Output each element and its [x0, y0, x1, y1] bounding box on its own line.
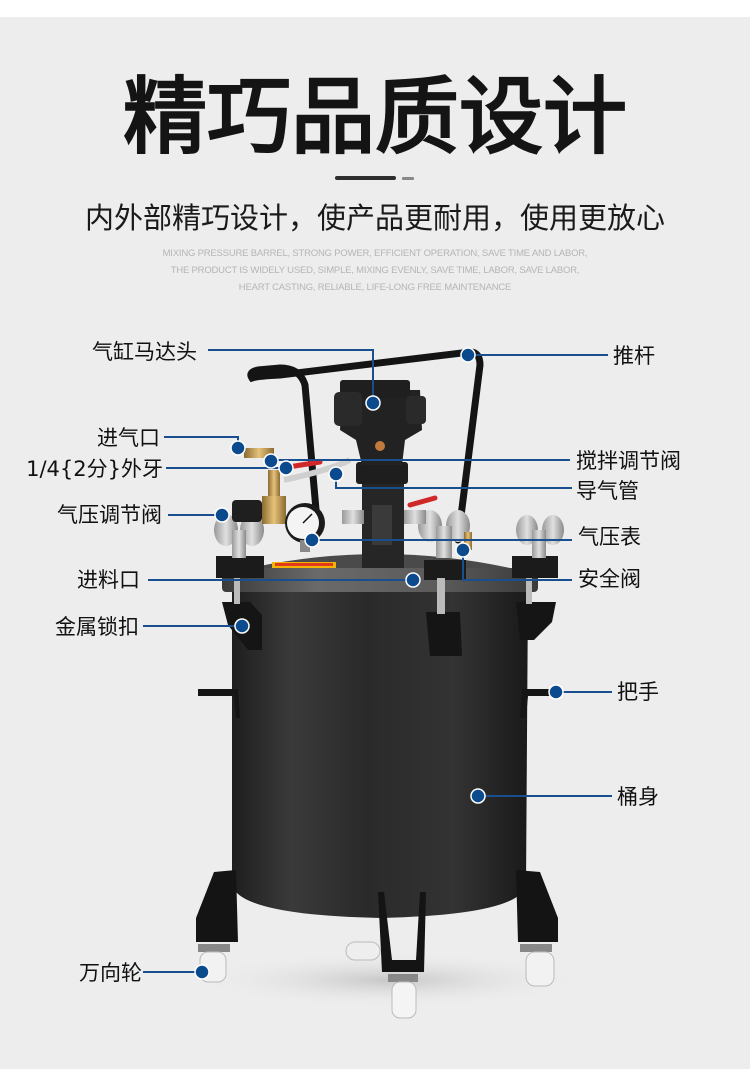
description-line: MIXING PRESSURE BARREL, STRONG POWER, EF… — [162, 248, 588, 259]
callout-label-air-inlet: 进气口 — [97, 426, 160, 450]
callout-label-air-hose: 导气管 — [576, 479, 639, 503]
description-line: HEART CASTING, RELIABLE, LIFE-LONG FREE … — [238, 282, 512, 293]
title-divider — [335, 176, 396, 180]
callout-label-pressure-gauge: 气压表 — [578, 525, 641, 549]
callout-label-pressure-regulator: 气压调节阀 — [57, 503, 162, 527]
callout-label-handle: 把手 — [617, 680, 659, 704]
callout-label-cylinder-motor-head: 气缸马达头 — [92, 340, 197, 364]
handle-right — [520, 689, 552, 718]
callout-label-metal-latch: 金属锁扣 — [55, 615, 139, 639]
callout-label-safety-valve: 安全阀 — [578, 567, 641, 591]
english-description: MIXING PRESSURE BARREL, STRONG POWER, EF… — [0, 245, 750, 296]
title-divider-accent — [402, 177, 414, 180]
page-title: 精巧品质设计 — [122, 68, 627, 166]
tank-body-shape — [232, 588, 528, 918]
callout-label-male-thread: 1/4{2分}外牙 — [26, 457, 163, 481]
callout-dots — [194, 347, 564, 980]
callout-label-material-inlet: 进料口 — [77, 568, 140, 592]
leg-right — [516, 870, 558, 942]
leg-front — [378, 892, 426, 972]
handle-left — [198, 689, 240, 718]
latch-front — [426, 612, 462, 656]
subtitle: 内外部精巧设计，使产品更耐用，使用更放心 — [84, 201, 665, 235]
callout-label-push-rod: 推杆 — [613, 344, 655, 368]
callout-label-caster-wheel: 万向轮 — [79, 961, 142, 985]
description-line: THE PRODUCT IS WIDELY USED, SIMPLE, MIXI… — [170, 265, 580, 276]
latch-right — [516, 602, 556, 640]
leg-left — [196, 870, 238, 942]
callout-label-tank-body: 桶身 — [617, 785, 659, 809]
callout-label-mixing-valve: 搅拌调节阀 — [576, 449, 681, 473]
